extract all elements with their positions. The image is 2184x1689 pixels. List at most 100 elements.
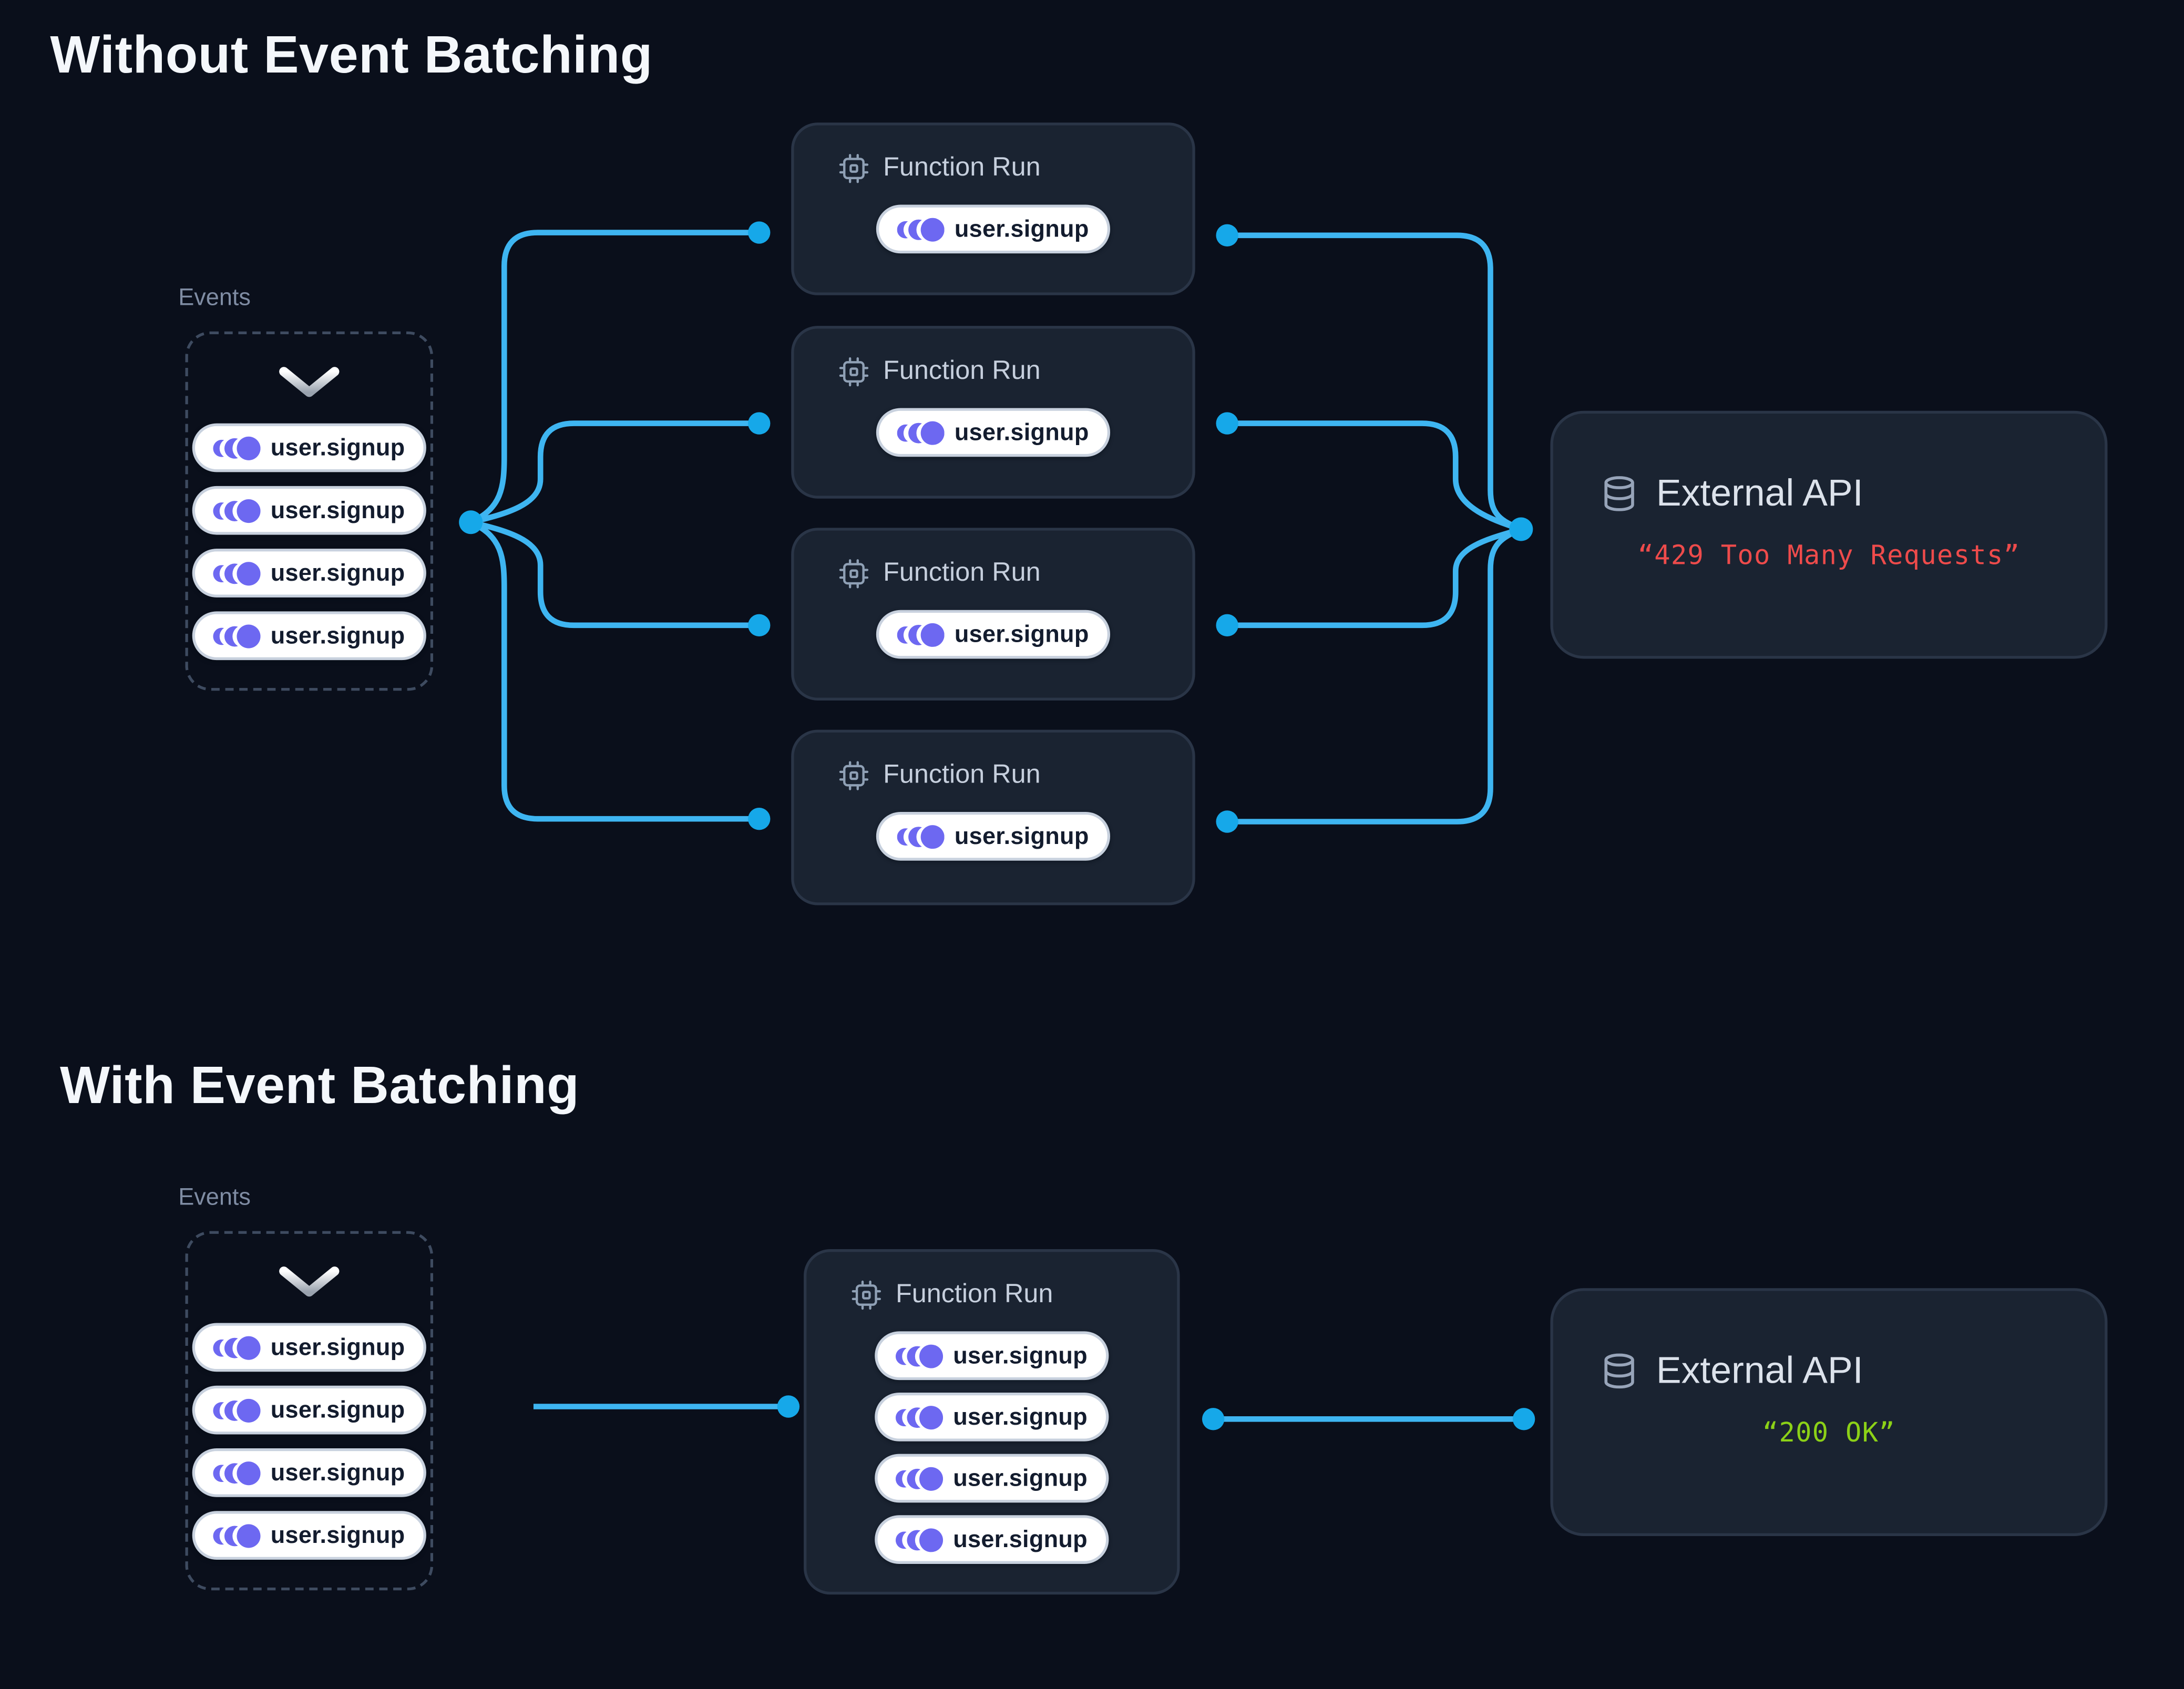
connector-dot	[748, 412, 771, 435]
event-pill: user.signup	[192, 486, 426, 535]
function-run-card: Function Run user.signup	[791, 729, 1195, 905]
connector-dot	[1216, 412, 1238, 435]
event-pill-label: user.signup	[953, 1526, 1088, 1552]
database-icon	[1601, 475, 1638, 513]
function-run-pills: user.signup	[794, 811, 1193, 861]
event-pill-label: user.signup	[953, 1342, 1088, 1368]
event-pill-label: user.signup	[953, 1403, 1088, 1430]
event-pill: user.signup	[192, 1511, 426, 1560]
connector-fanin-1	[1224, 232, 1524, 532]
connector-dot	[1216, 810, 1238, 833]
event-icon	[213, 1332, 261, 1363]
function-run-header: Function Run	[851, 1280, 1177, 1310]
function-run-label: Function Run	[883, 558, 1041, 588]
cpu-icon	[838, 153, 869, 184]
function-run-pills: user.signup user.signup user.signup user…	[806, 1331, 1177, 1564]
event-pill: user.signup	[192, 611, 426, 661]
external-api-header: External API	[1601, 472, 2105, 515]
function-run-pills: user.signup	[794, 610, 1193, 659]
function-run-label: Function Run	[883, 356, 1041, 386]
cpu-icon	[838, 559, 869, 589]
event-pill-label: user.signup	[954, 620, 1089, 647]
event-pill-label: user.signup	[270, 1333, 405, 1360]
event-pill: user.signup	[876, 610, 1110, 659]
connector-fanout-1	[468, 230, 762, 526]
event-pill: user.signup	[876, 408, 1110, 457]
event-icon	[897, 821, 945, 851]
chevron-down-icon	[277, 365, 341, 407]
event-icon	[897, 214, 945, 244]
function-run-header: Function Run	[838, 153, 1192, 184]
event-pill: user.signup	[192, 1385, 426, 1435]
connector-dot	[1216, 614, 1238, 637]
events-group: user.signup user.signup user.signup user…	[185, 331, 434, 691]
section-title-without-batching: Without Event Batching	[50, 26, 653, 85]
event-icon	[896, 1463, 944, 1494]
external-api-card: External API “429 Too Many Requests”	[1550, 410, 2108, 659]
event-icon	[896, 1341, 944, 1371]
cpu-icon	[851, 1280, 881, 1310]
event-icon	[213, 1457, 261, 1488]
event-pill-label: user.signup	[270, 1521, 405, 1548]
event-pill: user.signup	[876, 204, 1110, 254]
events-label: Events	[178, 284, 251, 311]
cpu-icon	[838, 356, 869, 387]
function-run-header: Function Run	[838, 760, 1192, 791]
event-pill-label: user.signup	[270, 622, 405, 648]
event-icon	[897, 619, 945, 650]
function-run-card: Function Run user.signup	[791, 326, 1195, 499]
event-pill: user.signup	[875, 1454, 1109, 1503]
connector-dot	[1202, 1408, 1225, 1430]
cpu-icon	[838, 760, 869, 791]
event-icon	[897, 417, 945, 448]
connector-dot	[1509, 517, 1533, 541]
function-run-label: Function Run	[883, 153, 1041, 183]
connector-dot	[777, 1395, 800, 1418]
event-pill-label: user.signup	[953, 1464, 1088, 1491]
event-pill-label: user.signup	[270, 434, 405, 460]
connector-dot	[748, 614, 771, 637]
event-pill-label: user.signup	[954, 215, 1089, 242]
event-icon	[213, 558, 261, 588]
event-pill-label: user.signup	[270, 496, 405, 523]
event-icon	[213, 1520, 261, 1550]
event-icon	[896, 1402, 944, 1432]
function-run-header: Function Run	[838, 356, 1192, 387]
event-pill: user.signup	[192, 1448, 426, 1497]
external-api-label: External API	[1656, 1349, 1863, 1392]
event-icon	[213, 621, 261, 651]
section-title-with-batching: With Event Batching	[59, 1057, 580, 1116]
event-pill: user.signup	[192, 1323, 426, 1372]
external-api-header: External API	[1601, 1350, 2105, 1393]
connector-fanin-3	[1224, 526, 1524, 629]
external-api-label: External API	[1656, 472, 1863, 514]
connector-dot	[459, 510, 483, 534]
event-icon	[213, 1395, 261, 1425]
function-run-card: Function Run user.signup	[791, 122, 1195, 295]
api-status-ok: “200 OK”	[1762, 1417, 1895, 1448]
api-status-error: “429 Too Many Requests”	[1637, 540, 2021, 571]
event-pill-stack: user.signup user.signup user.signup user…	[188, 1323, 430, 1560]
function-run-card-batched: Function Run user.signup user.signup use…	[804, 1249, 1180, 1595]
event-pill-label: user.signup	[270, 1458, 405, 1486]
event-pill: user.signup	[875, 1393, 1109, 1441]
connector-dot	[1216, 224, 1238, 247]
events-label: Events	[178, 1183, 251, 1210]
function-run-label: Function Run	[883, 760, 1041, 790]
connector-fanout-4	[468, 519, 762, 822]
event-pill-label: user.signup	[954, 822, 1089, 849]
event-pill: user.signup	[876, 811, 1110, 861]
event-pill-label: user.signup	[270, 559, 405, 586]
events-group: user.signup user.signup user.signup user…	[185, 1231, 434, 1591]
function-run-header: Function Run	[838, 559, 1192, 589]
event-pill: user.signup	[192, 549, 426, 598]
event-pill: user.signup	[192, 423, 426, 472]
function-run-label: Function Run	[895, 1280, 1053, 1309]
event-pill: user.signup	[875, 1515, 1109, 1564]
database-icon	[1601, 1352, 1638, 1390]
connector-dot	[748, 221, 771, 244]
event-pill: user.signup	[875, 1331, 1109, 1381]
function-run-pills: user.signup	[794, 204, 1193, 254]
connector-fanin-4	[1224, 526, 1524, 825]
